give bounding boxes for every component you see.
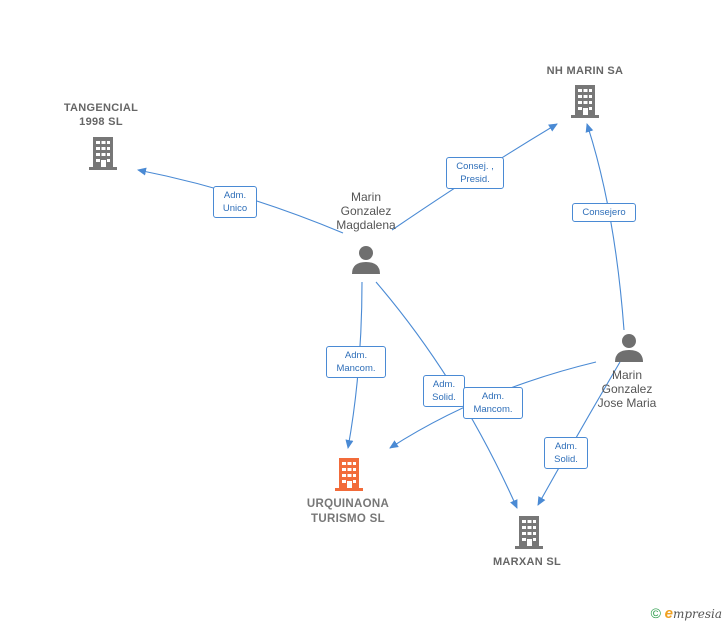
brand-logo-initial: e: [664, 605, 673, 622]
company-label-marxan[interactable]: MARXAN SL: [492, 556, 562, 568]
building-icon[interactable]: [333, 457, 365, 491]
company-label-nh-marin[interactable]: NH MARIN SA: [546, 65, 624, 77]
brand-footer: © empresia: [651, 605, 722, 622]
company-label-urquinaona[interactable]: URQUINAONA TURISMO SL: [306, 498, 390, 525]
edge-label-adm-mancom[interactable]: Adm. Mancom.: [326, 346, 386, 378]
person-icon[interactable]: [614, 332, 644, 362]
brand-logo-text: mpresia: [672, 607, 722, 621]
building-icon[interactable]: [513, 515, 545, 549]
company-label-tangencial[interactable]: TANGENCIAL 1998 SL: [63, 102, 139, 128]
copyright-symbol: ©: [650, 605, 661, 621]
edge-label-adm-mancom[interactable]: Adm. Mancom.: [463, 387, 523, 419]
person-icon[interactable]: [351, 244, 381, 274]
edge-label-consejero[interactable]: Consejero: [572, 203, 636, 222]
edge-josemaria-nhmarin: [585, 123, 625, 331]
edge-label-adm-solid[interactable]: Adm. Solid.: [544, 437, 588, 469]
person-label-jose-maria[interactable]: Marin Gonzalez Jose Maria: [597, 368, 657, 410]
edge-label-consej-presid[interactable]: Consej. , Presid.: [446, 157, 504, 189]
edge-label-adm-solid[interactable]: Adm. Solid.: [423, 375, 465, 407]
edge-label-adm-unico[interactable]: Adm. Unico: [213, 186, 257, 218]
building-icon[interactable]: [569, 84, 601, 118]
building-icon[interactable]: [87, 136, 119, 170]
person-label-magdalena[interactable]: Marin Gonzalez Magdalena: [336, 190, 396, 232]
edge-josemaria-marxan: [537, 361, 621, 506]
